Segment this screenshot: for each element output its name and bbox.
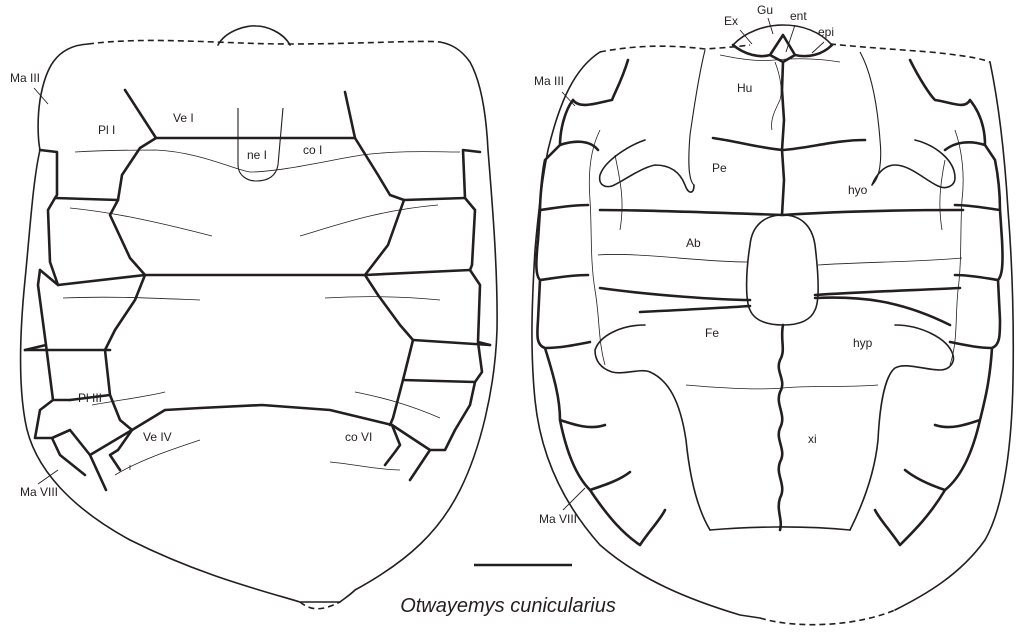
label-carapace-co6: co VI	[345, 430, 372, 444]
plastron-outline	[532, 52, 1013, 618]
carapace-anterior-dashed-margin	[88, 40, 440, 44]
plastron-transverse-sulci	[600, 138, 963, 325]
plastron-left-inguinal-notch	[595, 325, 710, 530]
label-carapace-ma3: Ma III	[10, 71, 40, 85]
plastron-drawing	[532, 25, 1013, 625]
label-carapace-ma8: Ma VIII	[20, 485, 58, 499]
label-carapace-ne1: ne I	[247, 148, 267, 162]
label-plastron-fe: Fe	[705, 326, 719, 340]
label-plastron-hyp: hyp	[853, 336, 873, 350]
plastron-bone-sutures	[589, 55, 963, 389]
plastron-midline-suture	[779, 62, 784, 530]
label-plastron-hyo: hyo	[848, 183, 868, 197]
plastron-left-axillary-notch	[600, 140, 694, 192]
plastron-posterior-dashed-margin	[760, 610, 895, 625]
label-plastron-epi: epi	[818, 25, 834, 39]
label-plastron-xi: xi	[808, 432, 817, 446]
label-plastron-hu: Hu	[737, 81, 752, 95]
label-plastron-ab: Ab	[686, 236, 701, 250]
plastron-central-fontanelle	[747, 215, 818, 325]
label-carapace-pl1: Pl I	[98, 123, 115, 137]
carapace-vertebral-sulci	[105, 138, 413, 470]
plastron-marginal-sulci	[536, 60, 1002, 545]
carapace-posterior-dashed-margin	[300, 602, 340, 609]
carapace-drawing	[20, 26, 497, 609]
label-carapace-ve4: Ve IV	[143, 430, 172, 444]
label-plastron-ma3: Ma III	[534, 74, 564, 88]
plastron-right-axillary-notch	[872, 140, 955, 188]
label-carapace-ve1: Ve I	[173, 111, 194, 125]
leader-carapace-ma3	[34, 88, 48, 104]
label-plastron-gu: Gu	[757, 3, 773, 17]
label-plastron-pe: Pe	[712, 161, 727, 175]
label-carapace-pl3: Pl III	[78, 391, 102, 405]
carapace-outline	[20, 42, 497, 602]
label-plastron-ex: Ex	[724, 14, 738, 28]
label-carapace-co1: co I	[303, 143, 322, 157]
figure-caption: Otwayemys cunicularius	[400, 595, 616, 617]
label-plastron-ma8: Ma VIII	[539, 512, 577, 526]
label-plastron-ent: ent	[790, 9, 807, 23]
carapace-neural-one	[238, 108, 283, 181]
